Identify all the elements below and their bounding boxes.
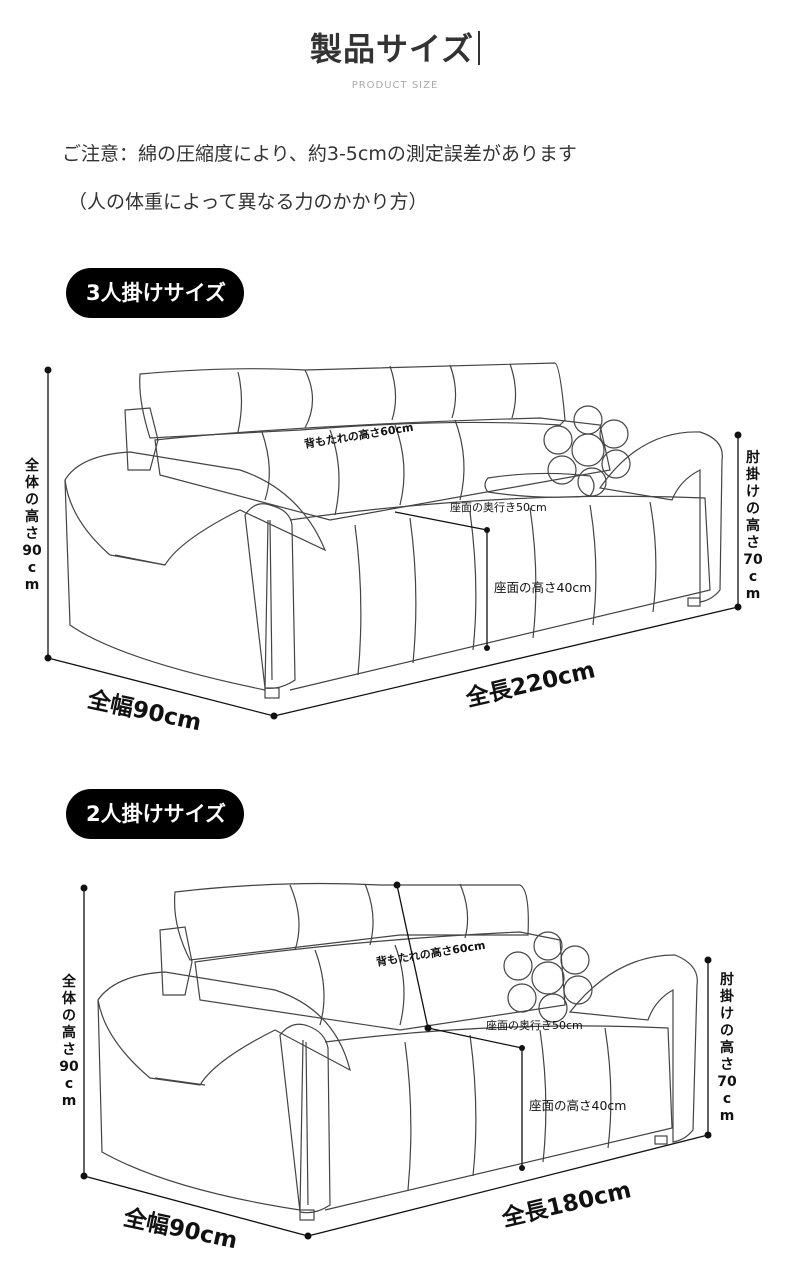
two-seat-seat-depth-label: 座面の奥行き50cm (486, 1019, 583, 1032)
page-title: 製品サイズ (0, 24, 790, 70)
measurement-note: ご注意：綿の圧縮度により、約3-5cmの測定誤差があります (62, 143, 577, 165)
title-cursor-bar (478, 31, 481, 65)
three-seat-seat-height-label: 座面の高さ40cm (494, 580, 592, 595)
page-subtitle: PRODUCT SIZE (351, 80, 439, 91)
three-seat-seat-depth-label: 座面の奥行き50cm (450, 501, 547, 514)
two-seat-total-height-label: 全体の高さ90cm (59, 974, 79, 1109)
two-seat-badge: 2人掛けサイズ (66, 789, 244, 839)
three-seat-total-height-label: 全体の高さ90cm (22, 458, 42, 593)
two-seat-arm-height-label: 肘掛けの高さ70cm (717, 972, 737, 1124)
two-seat-seat-height-label: 座面の高さ40cm (529, 1098, 627, 1113)
three-seat-arm-height-label: 肘掛けの高さ70cm (743, 450, 763, 602)
measurement-note-detail: （人の体重によって異なる力のかかり方） (68, 191, 428, 213)
page-title-text: 製品サイズ (309, 30, 475, 68)
three-seat-badge: 3人掛けサイズ (66, 268, 244, 318)
